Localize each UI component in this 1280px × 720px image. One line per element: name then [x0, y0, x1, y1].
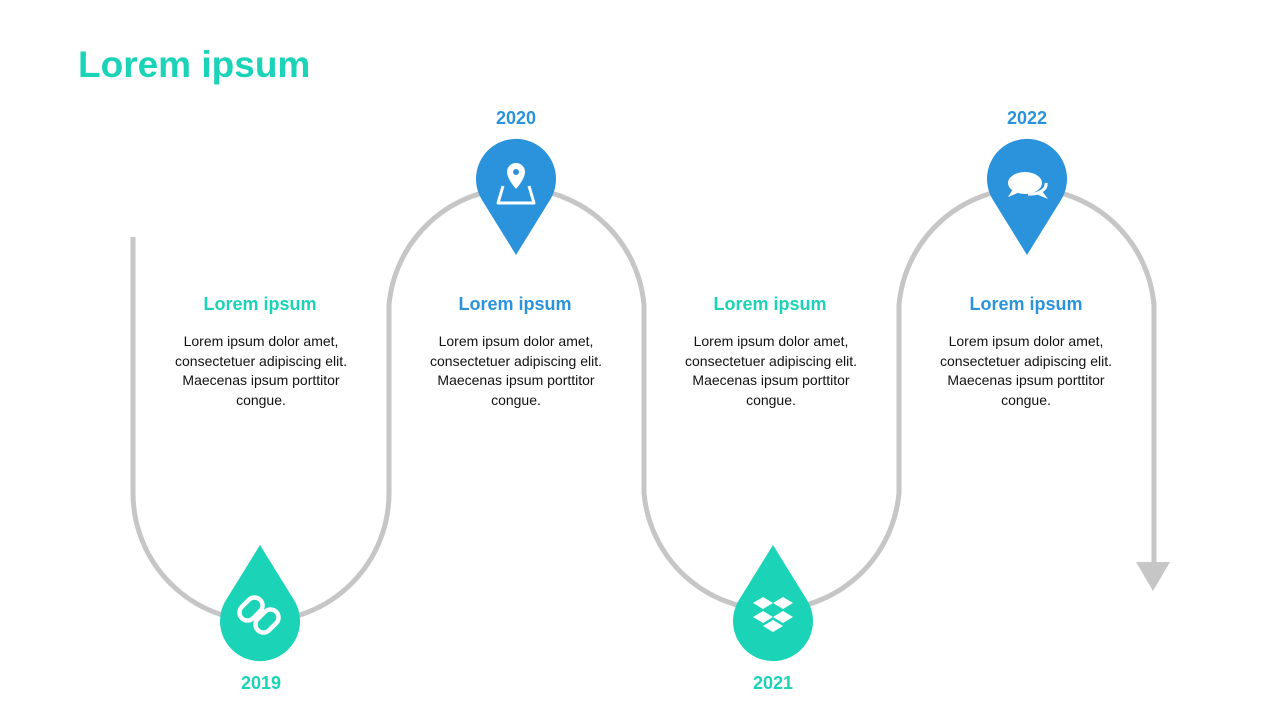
milestone-2021-marker — [733, 545, 814, 662]
year-label-2020: 2020 — [495, 108, 537, 128]
year-label-2019: 2019 — [240, 673, 282, 693]
dropbox-icon — [753, 597, 793, 632]
chat-bubbles-icon — [1008, 172, 1048, 199]
milestone-2022-marker — [986, 138, 1067, 255]
drop-marker — [733, 545, 814, 662]
serpentine-path — [130, 185, 1157, 624]
drop-marker — [986, 138, 1067, 255]
milestone-2019-marker — [219, 545, 301, 662]
milestone-heading: Lorem ipsum — [458, 294, 572, 314]
map-pin-icon — [496, 163, 536, 205]
year-label-2021: 2021 — [752, 673, 794, 693]
milestone-description: Lorem ipsum dolor amet, consectetuer adi… — [430, 333, 602, 408]
slide-title: Lorem ipsum — [78, 44, 311, 85]
milestone-2020-marker — [476, 138, 556, 255]
milestone-heading: Lorem ipsum — [713, 294, 827, 314]
milestone-heading: Lorem ipsum — [203, 294, 317, 314]
milestone-description: Lorem ipsum dolor amet, consectetuer adi… — [940, 333, 1112, 408]
milestone-description: Lorem ipsum dolor amet, consectetuer adi… — [685, 333, 857, 408]
year-label-2022: 2022 — [1006, 108, 1048, 128]
milestone-description: Lorem ipsum dolor amet, consectetuer adi… — [175, 333, 347, 408]
milestone-heading: Lorem ipsum — [969, 294, 1083, 314]
arrow-head — [1136, 562, 1170, 591]
link-icon — [237, 595, 281, 635]
drop-marker — [476, 138, 556, 255]
